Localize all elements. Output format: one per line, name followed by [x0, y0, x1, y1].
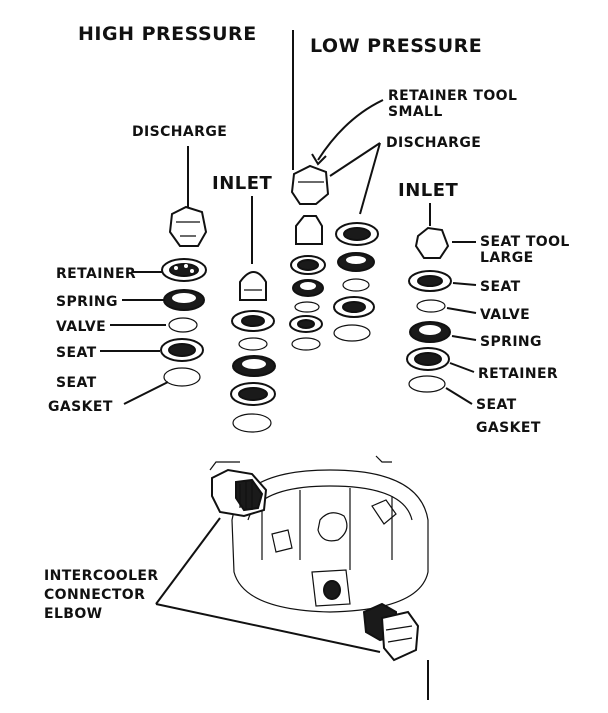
lp-retainer-tool-label-1: RETAINER TOOL	[388, 88, 517, 104]
hp-retainer	[161, 258, 207, 282]
hp-discharge-retainer-tool	[168, 205, 208, 247]
lp-discharge-column-a	[289, 215, 326, 351]
hp-valve-label: VALVE	[56, 319, 106, 335]
intercooler-elbow-upper	[211, 468, 268, 518]
hp-inlet-seat-tool	[239, 271, 267, 301]
low-pressure-heading: LOW PRESSURE	[310, 35, 482, 57]
intercooler-elbow-lower	[362, 602, 420, 662]
lp-discharge-label: DISCHARGE	[386, 135, 481, 151]
intercooler-label-2: CONNECTOR	[44, 587, 145, 603]
hp-discharge-label: DISCHARGE	[132, 124, 227, 140]
hp-seat	[160, 338, 204, 362]
lp-seat-gasket	[408, 375, 446, 393]
hp-seat-gasket-label-2: GASKET	[48, 399, 113, 415]
hp-inlet-retainer	[230, 382, 276, 406]
lp-seat-gasket-label-1: SEAT	[476, 397, 517, 413]
high-pressure-heading: HIGH PRESSURE	[78, 23, 257, 45]
lp-seat-tool-label-1: SEAT TOOL	[480, 234, 570, 250]
lp-spring	[409, 321, 451, 343]
lp-valve-label: VALVE	[480, 307, 530, 323]
intercooler-leader-upper	[155, 517, 221, 605]
hp-inlet-seat	[231, 310, 275, 332]
hp-seat-label: SEAT	[56, 345, 97, 361]
lp-seat-tool	[414, 226, 450, 259]
lp-retainer-tool-leader	[317, 99, 384, 161]
lp-seat-gasket-label-2: GASKET	[476, 420, 541, 436]
lp-retainer-tool-label-2: SMALL	[388, 104, 443, 120]
lp-spring-leader	[451, 335, 477, 341]
intercooler-label-1: INTERCOOLER	[44, 568, 159, 584]
lp-seat-leader	[452, 282, 477, 286]
lp-discharge-leader-a	[329, 142, 381, 177]
hp-spring-label: SPRING	[56, 294, 118, 310]
hp-inlet-valve	[238, 337, 268, 351]
hp-seat-gasket-label-1: SEAT	[56, 375, 97, 391]
hp-spring	[163, 289, 205, 311]
lp-seat-label: SEAT	[480, 279, 521, 295]
hp-inlet-label: INLET	[212, 173, 273, 194]
lp-seat-gasket-leader	[445, 387, 473, 405]
intercooler-label-3: ELBOW	[44, 606, 103, 622]
hp-inlet-spring	[232, 355, 276, 377]
lp-retainer-label: RETAINER	[478, 366, 558, 382]
hp-inlet-seat-gasket	[232, 413, 272, 433]
hp-valve	[168, 317, 198, 333]
lp-valve-leader	[446, 307, 477, 314]
lp-discharge-column-b	[333, 222, 379, 342]
lp-retainer-leader	[449, 362, 475, 373]
lp-spring-label: SPRING	[480, 334, 542, 350]
lp-discharge-leader-b	[359, 142, 381, 215]
hp-retainer-label: RETAINER	[56, 266, 136, 282]
lp-valve	[416, 299, 446, 313]
hp-seat-gasket	[163, 367, 201, 387]
lp-retainer-tool-arrow	[311, 153, 327, 166]
lp-seat	[408, 270, 452, 292]
lp-retainer	[406, 347, 450, 371]
lp-seat-tool-label-2: LARGE	[480, 250, 534, 266]
hp-seat-gasket-leader	[123, 381, 169, 405]
intercooler-leader-lower	[155, 603, 381, 653]
lp-inlet-label: INLET	[398, 180, 459, 201]
lp-retainer-tool	[290, 164, 330, 205]
